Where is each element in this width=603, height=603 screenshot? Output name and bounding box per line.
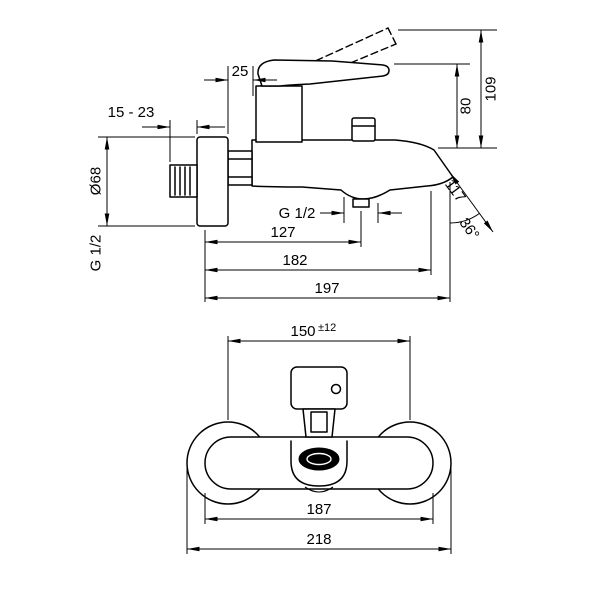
- dimension-outlet-reach: 182: [205, 191, 432, 275]
- threaded-nipple: [169, 164, 198, 198]
- spout-opening-highlight: [306, 452, 332, 466]
- spout-front: [290, 440, 348, 487]
- dimension-union-range: 15 - 23: [108, 104, 225, 162]
- dim-15-23-label: 15 - 23: [108, 104, 155, 121]
- dim-68-label: Ø68: [88, 167, 105, 195]
- dim-218-label: 218: [306, 531, 331, 548]
- lever-handle: [257, 59, 390, 87]
- dim-187-label: 187: [306, 501, 331, 518]
- union-nut: [227, 150, 253, 186]
- dimension-outlet-thread: G 1/2: [279, 197, 402, 223]
- g12-outlet-label: G 1/2: [279, 205, 316, 222]
- dim-127-label: 127: [270, 224, 295, 241]
- spout-body: [251, 139, 454, 200]
- dim-182-label: 182: [282, 252, 307, 269]
- dimension-body-width: 187: [204, 493, 434, 524]
- faucet-front-outline: [186, 366, 452, 505]
- dimension-connection-spacing: 150 ±12: [227, 322, 411, 420]
- dimension-lever-height: 80: [394, 63, 497, 149]
- dimension-total-reach: 197: [205, 182, 451, 302]
- diverter-front-arc: [304, 486, 334, 493]
- dimension-escutcheon-diameter: Ø68: [88, 136, 195, 227]
- temp-ring-dot: [330, 383, 342, 395]
- label-inlet-thread: G 1/2: [88, 235, 105, 272]
- dimension-lever-open-height: 109: [398, 29, 500, 148]
- dim-197-label: 197: [314, 280, 339, 297]
- hose-port: [352, 198, 370, 208]
- side-view: 25 15 - 23 Ø68 G 1/2 G 1/2: [88, 27, 500, 302]
- dim-150-label: 150: [290, 323, 315, 340]
- faucet-side-outline: [169, 59, 454, 227]
- diverter-knob: [351, 117, 376, 142]
- dim-80-label: 80: [458, 98, 475, 115]
- wall-escutcheon-side: [196, 136, 229, 227]
- spout-opening: [298, 447, 340, 471]
- dim-25-label: 25: [232, 63, 249, 80]
- cartridge-column: [255, 85, 303, 143]
- front-view: 150 ±12 187 218: [186, 322, 452, 554]
- g12-inlet-label: G 1/2: [88, 235, 105, 272]
- dim-150-tolerance-label: ±12: [318, 322, 336, 334]
- angle-36-label: 36°: [455, 215, 482, 243]
- dimension-port-reach: 127: [204, 211, 362, 302]
- neck-detail: [310, 411, 328, 433]
- dim-109-label: 109: [483, 76, 500, 101]
- dimension-outlet-angle: 117 36°: [441, 172, 494, 243]
- dimension-overall-width: 218: [186, 468, 452, 554]
- dimension-plate-depth: 25: [204, 63, 277, 134]
